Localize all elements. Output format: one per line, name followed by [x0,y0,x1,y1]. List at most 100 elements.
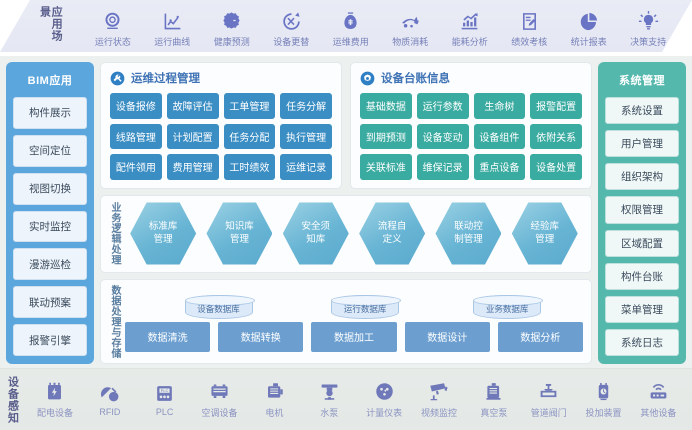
grid-button-工时绩效[interactable]: 工时绩效 [223,154,276,180]
device-item-计量仪表[interactable]: 计量仪表 [360,381,408,419]
grid-button-设备组件[interactable]: 设备组件 [473,123,526,149]
grid-button-设备变动[interactable]: 设备变动 [416,123,469,149]
grid-button-报警配置[interactable]: 报警配置 [530,93,582,119]
hexagon-line2: 定义 [382,233,402,245]
cards-row: 运维过程管理 设备报修 故障评估 工单管理 任务分解 线路管理 计划配置 任务分… [100,62,592,189]
sidebar-item-用户管理[interactable]: 用户管理 [605,130,679,158]
hexagon-知识库管理[interactable]: 知识库 管理 [206,202,273,265]
hexagon-流程自定义[interactable]: 流程自 定义 [359,202,426,265]
main-content-area: BIM应用 构件展示 空间定位 视图切换 实时监控 漫游巡检 联动预案 报警引擎… [0,56,692,368]
grid-button-费用管理[interactable]: 费用管理 [166,154,219,180]
hexagon-经验库管理[interactable]: 经验库 管理 [511,202,578,265]
sidebar-item-构件台账[interactable]: 构件台账 [605,262,679,290]
sidebar-item-空间定位[interactable]: 空间定位 [13,134,87,167]
grid-button-生命树[interactable]: 生命树 [473,93,526,119]
grid-button-运维记录[interactable]: 运维记录 [280,154,332,180]
top-item-统计报表[interactable]: 统计报表 [560,10,618,48]
device-item-投加装置[interactable]: 投加装置 [580,381,628,419]
device-item-PLC[interactable]: PLC PLC [141,382,189,417]
grid-button-计划配置[interactable]: 计划配置 [166,123,219,149]
sidebar-item-漫游巡检[interactable]: 漫游巡检 [13,248,87,281]
sidebar-item-组织架构[interactable]: 组织架构 [605,163,679,191]
hexagon-安全须知库[interactable]: 安全须 知库 [282,202,349,265]
hexagon-line1: 经验库 [530,220,560,232]
grid-button-设备处置[interactable]: 设备处置 [530,154,582,180]
device-item-管道阀门[interactable]: 管道阀门 [525,381,573,419]
device-item-label: 空调设备 [201,407,238,418]
device-item-label: 水泵 [320,407,339,418]
sidebar-item-菜单管理[interactable]: 菜单管理 [605,295,679,323]
top-item-能耗分析[interactable]: 能耗分析 [441,10,499,48]
sidebar-item-实时监控[interactable]: 实时监控 [13,210,87,243]
router-other-icon [647,381,669,403]
grid-button-重点设备[interactable]: 重点设备 [473,154,526,180]
grid-button-关联标准[interactable]: 关联标准 [360,154,412,180]
process-button-数据分析[interactable]: 数据分析 [497,321,584,352]
device-item-真空泵[interactable]: 真空泵 [470,381,518,419]
sidebar-item-联动预案[interactable]: 联动预案 [13,286,87,319]
device-item-空调设备[interactable]: 空调设备 [196,381,244,419]
device-item-RFID[interactable]: RFID [86,382,134,417]
grid-button-线路管理[interactable]: 线路管理 [110,123,162,149]
lightbulb-icon [637,10,659,32]
database-业务数据库[interactable]: 业务数据库 [473,294,544,319]
top-item-决策支持[interactable]: 决策支持 [619,10,677,48]
process-button-数据转换[interactable]: 数据转换 [218,321,304,352]
grid-button-工单管理[interactable]: 工单管理 [223,93,276,119]
device-perception-items: 配电设备 RFID PLC PLC 空调设备 电机 [18,381,692,419]
top-item-绩效考核[interactable]: 绩效考核 [500,10,558,48]
sidebar-item-区域配置[interactable]: 区域配置 [605,229,679,257]
database-row: 设备数据库 运行数据库 业务数据库 [125,293,583,319]
sidebar-item-系统日志[interactable]: 系统日志 [605,328,679,356]
business-logic-hexagons: 标准库 管理 知识库 管理 安全须 知库 流程自 定义 联动控 制管理 [125,201,583,267]
grid-button-执行管理[interactable]: 执行管理 [280,123,332,149]
top-item-label: 能耗分析 [451,37,488,47]
system-management-title: 系统管理 [619,75,665,87]
device-item-label: 管道阀门 [530,407,567,418]
device-item-label: 投加装置 [585,407,622,418]
sidebar-item-构件展示[interactable]: 构件展示 [13,97,87,129]
system-management-panel: 系统管理 系统设置 用户管理 组织架构 权限管理 区域配置 构件台账 菜单管理 … [598,62,686,364]
database-设备数据库[interactable]: 设备数据库 [184,294,255,319]
device-item-视频监控[interactable]: 视频监控 [415,381,463,419]
top-item-健康预测[interactable]: 健康预测 [203,10,261,48]
grid-button-依附关系[interactable]: 依附关系 [530,123,582,149]
grid-button-设备报修[interactable]: 设备报修 [110,93,162,119]
grid-button-任务分解[interactable]: 任务分解 [280,93,332,119]
device-item-其他设备[interactable]: 其他设备 [634,381,682,419]
top-item-运行曲线[interactable]: 运行曲线 [143,10,201,48]
top-item-运行状态[interactable]: 运行状态 [84,10,142,48]
device-item-label: 配电设备 [36,407,73,418]
process-button-数据设计[interactable]: 数据设计 [404,321,490,352]
grid-button-维保记录[interactable]: 维保记录 [416,154,469,180]
top-item-运维费用[interactable]: 运维费用 [322,10,380,48]
device-item-电机[interactable]: 电机 [250,381,298,419]
application-scenario-label: 应用场景 [38,6,63,42]
grid-button-到期预测[interactable]: 到期预测 [360,123,412,149]
grid-button-基础数据[interactable]: 基础数据 [360,93,412,119]
device-item-水泵[interactable]: 水泵 [305,381,353,419]
grid-button-配件领用[interactable]: 配件领用 [110,154,162,180]
database-label: 业务数据库 [485,303,529,314]
top-item-物质消耗[interactable]: 物质消耗 [381,10,439,48]
hexagon-标准库管理[interactable]: 标准库 管理 [130,202,197,265]
database-运行数据库[interactable]: 运行数据库 [331,294,402,319]
sidebar-item-系统设置[interactable]: 系统设置 [605,97,679,125]
air-conditioner-icon [209,381,231,403]
process-button-数据加工[interactable]: 数据加工 [311,321,397,352]
hexagon-line2: 制管理 [454,233,483,245]
device-item-配电设备[interactable]: 配电设备 [31,381,79,419]
sidebar-item-权限管理[interactable]: 权限管理 [605,196,679,224]
wrench-spanner-icon [110,71,125,86]
process-button-数据清洗[interactable]: 数据清洗 [125,321,211,352]
money-bag-icon [340,10,362,32]
device-item-label: RFID [99,407,121,417]
top-item-设备更替[interactable]: 设备更替 [262,10,320,48]
grid-button-任务分配[interactable]: 任务分配 [223,123,276,149]
grid-button-运行参数[interactable]: 运行参数 [416,93,469,119]
grid-button-故障评估[interactable]: 故障评估 [166,93,219,119]
sidebar-item-视图切换[interactable]: 视图切换 [13,172,87,205]
hexagon-联动控制管理[interactable]: 联动控 制管理 [435,202,502,265]
sidebar-item-报警引擎[interactable]: 报警引擎 [13,324,87,357]
device-item-label: 计量仪表 [366,407,403,418]
